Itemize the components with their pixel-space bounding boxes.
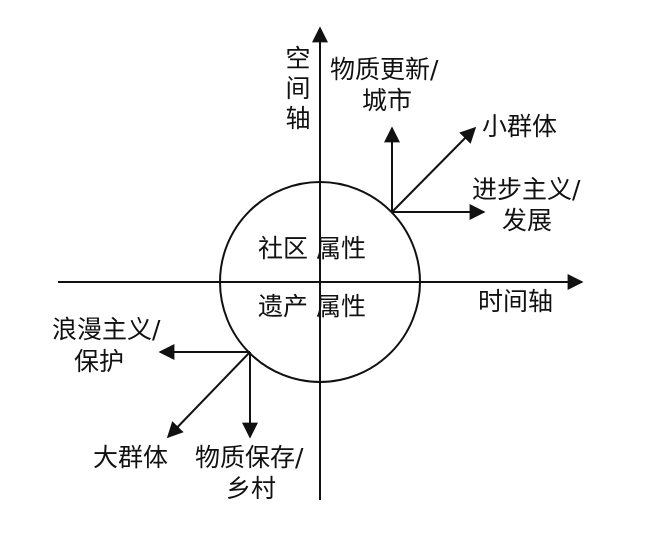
circle-lower-text: 遗产 属性 xyxy=(258,292,366,321)
arrow-large-group xyxy=(166,351,251,439)
progressivism-line1: 进步主义/ xyxy=(472,175,581,204)
small-group-label: 小群体 xyxy=(482,112,558,141)
large-group-label: 大群体 xyxy=(93,443,169,472)
romanticism-line1: 浪漫主义/ xyxy=(52,315,161,344)
romanticism-line2: 保护 xyxy=(74,347,125,376)
material-renewal-line2: 城市 xyxy=(362,86,413,115)
time-axis-label: 时间轴 xyxy=(478,287,554,316)
progressivism-line2: 发展 xyxy=(502,206,553,235)
material-preservation-line2: 乡村 xyxy=(226,474,277,503)
circle-upper-text: 社区 属性 xyxy=(258,234,366,263)
material-preservation-line1: 物质保存/ xyxy=(195,443,304,472)
arrow-small-group xyxy=(391,126,477,213)
material-renewal-line1: 物质更新/ xyxy=(330,55,439,84)
space-axis-label: 空间轴 xyxy=(285,44,311,133)
central-circle xyxy=(219,181,421,383)
